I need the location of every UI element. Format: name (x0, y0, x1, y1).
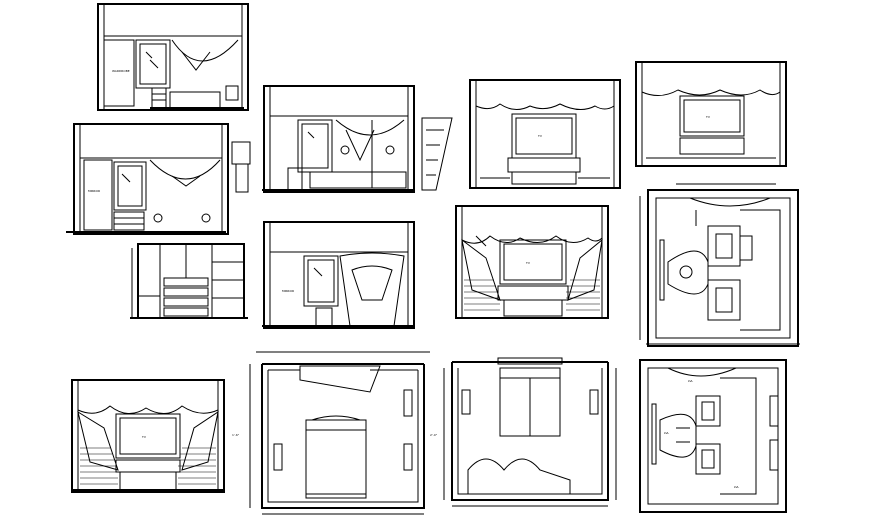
elevation-wardrobe-left: MIRROR (66, 123, 251, 235)
elevation-tv-unit-2: TV (635, 61, 787, 167)
elevation-tv-unit-3: TV (455, 205, 609, 319)
elevation-wardrobe-center (262, 85, 453, 193)
elevation-wardrobe-mirror: MIRROR (262, 221, 415, 329)
floor-plan-2: 1'-6" 2'-0" (232, 351, 438, 515)
elevation-wardrobe-top: WARDROBE (97, 3, 249, 111)
tv-label-4: TV (141, 435, 147, 439)
plan-label: LVL (688, 379, 693, 383)
floor-plan-3 (443, 357, 617, 507)
floor-plan-1 (639, 183, 800, 347)
tv-label-2: TV (705, 115, 711, 119)
elevation-shelving-unit (130, 243, 248, 319)
wardrobe-label: WARDROBE (112, 69, 130, 73)
mirror-label-2: MIRROR (282, 289, 294, 293)
plan-label-2: LVL (664, 431, 669, 435)
dim-label: 1'-6" (232, 433, 240, 437)
floor-plan-4: LVL LVL LVL (639, 359, 787, 513)
tv-label: TV (537, 134, 543, 138)
mirror-label: MIRROR (88, 189, 100, 193)
elevation-tv-unit-4: TV (71, 379, 225, 493)
tv-label-3: TV (525, 261, 531, 265)
elevation-tv-unit-1: TV (469, 79, 621, 189)
plan-label-3: LVL (734, 485, 739, 489)
dim-label-2: 2'-0" (430, 433, 438, 437)
